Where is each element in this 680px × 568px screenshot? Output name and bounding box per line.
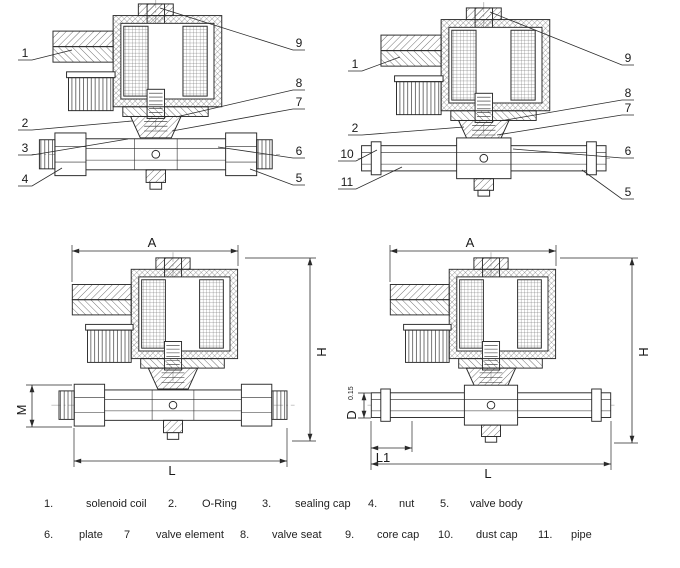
callout-tl-1: 1	[22, 46, 29, 60]
legend-num-1: 1.	[44, 498, 54, 510]
callout-tr-9: 9	[625, 51, 632, 65]
dim-label-H-bl: H	[314, 347, 329, 356]
dim-label-L-br: L	[484, 466, 491, 481]
callout-tr-5: 5	[625, 185, 632, 199]
legend-label-9: core cap	[377, 529, 420, 541]
dimension-D-br: D 0.15	[344, 386, 371, 420]
legend-label-2: O-Ring	[202, 498, 237, 510]
callout-tl-2: 2	[22, 116, 29, 130]
dim-label-L1-br: L1	[376, 450, 390, 465]
callout-tl-7: 7	[296, 95, 303, 109]
callout-tl-4: 4	[22, 172, 29, 186]
dimension-M-bl: M	[14, 384, 72, 428]
legend-label-1: solenoid coil	[86, 498, 147, 510]
legend-label-7: valve element	[156, 529, 224, 541]
legend-num-3: 3.	[262, 498, 272, 510]
legend-num-8: 8.	[240, 529, 250, 541]
callout-tr-1: 1	[352, 57, 359, 71]
dim-label-A-br: A	[466, 235, 475, 250]
callout-tr-8: 8	[625, 86, 632, 100]
dimension-A-bl: A	[71, 235, 239, 282]
callout-tr-11: 11	[341, 175, 354, 189]
legend-label-5: valve body	[470, 498, 523, 510]
legend-num-2: 2.	[168, 498, 178, 510]
dim-label-A-bl: A	[148, 235, 157, 250]
callout-tl-3: 3	[22, 141, 29, 155]
callout-tr-7: 7	[625, 101, 632, 115]
dimension-H-br: H	[560, 257, 651, 444]
legend-num-5: 5.	[440, 498, 450, 510]
technical-drawing-canvas: 1 2 3 4 9 8 7 6 5 1 2 10 11 9 8 7 6 5	[14, 0, 651, 481]
dim-label-D-tolerance-br: 0.15	[348, 386, 355, 400]
dimension-H-bl: H	[245, 257, 329, 442]
valve-view-bottom-right: A H D 0.15 L1 L	[344, 235, 651, 481]
dim-label-D-br: D	[344, 410, 359, 419]
legend-num-7: 7	[124, 529, 131, 541]
callout-tr-10: 10	[340, 147, 354, 161]
callout-tr-2: 2	[352, 121, 359, 135]
dim-label-M-bl: M	[14, 405, 29, 416]
legend-num-11: 11.	[538, 529, 553, 541]
dim-label-L-bl: L	[168, 463, 175, 478]
valve-view-top-right: 1 2 10 11 9 8 7 6 5	[338, 2, 634, 200]
legend-num-4: 4.	[368, 498, 378, 510]
legend-label-11: pipe	[571, 529, 592, 541]
callout-tl-8: 8	[296, 76, 303, 90]
valve-view-top-left: 1 2 3 4 9 8 7 6 5	[18, 0, 305, 189]
dimension-L-br: L	[371, 421, 612, 481]
callout-tr-6: 6	[625, 144, 632, 158]
legend-num-6: 6.	[44, 529, 54, 541]
dim-label-H-br: H	[636, 347, 651, 356]
callout-tl-9: 9	[296, 36, 303, 50]
callout-tl-6: 6	[296, 144, 303, 158]
valve-view-bottom-left: A H M L	[14, 235, 329, 478]
legend-label-3: sealing cap	[295, 498, 351, 510]
legend-label-6: plate	[79, 529, 103, 541]
callout-tl-5: 5	[296, 171, 303, 185]
legend-label-8: valve seat	[272, 529, 322, 541]
legend-label-4: nut	[399, 498, 415, 510]
legend-num-10: 10.	[438, 529, 454, 541]
dimension-A-br: A	[389, 235, 557, 282]
legend-label-10: dust cap	[476, 529, 518, 541]
legend-num-9: 9.	[345, 529, 355, 541]
dimension-L-bl: L	[73, 428, 288, 478]
dimension-L1-br: L1	[370, 421, 413, 470]
